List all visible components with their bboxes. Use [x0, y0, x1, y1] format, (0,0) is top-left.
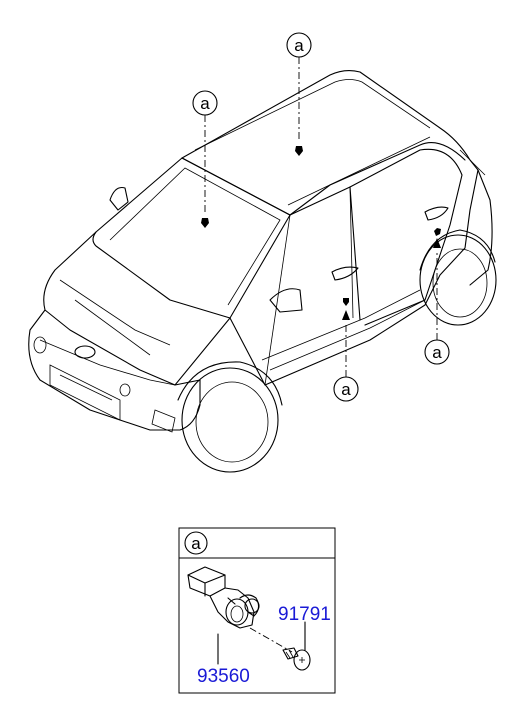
car-illustration: [28, 69, 497, 473]
detail-header-label: a: [191, 534, 201, 553]
clip-icon: [295, 146, 303, 156]
callout-roof[interactable]: a: [286, 32, 312, 156]
clip-icon: [201, 218, 209, 228]
part-number-93560[interactable]: 93560: [197, 666, 250, 687]
callout-rear-door-label: a: [432, 343, 442, 362]
clip-icon: [343, 298, 349, 306]
clip-icon: [434, 228, 441, 236]
callout-front-door[interactable]: a: [333, 298, 359, 402]
part-number-91791[interactable]: 91791: [278, 604, 331, 625]
screw-icon[interactable]: [282, 647, 311, 671]
detail-box: a 91791 93560: [178, 527, 336, 694]
arrow-icon: [433, 238, 441, 248]
callout-windshield-label: a: [200, 94, 210, 113]
door-switch-icon[interactable]: [187, 566, 260, 629]
leader-line: [249, 627, 293, 653]
callout-rear-door[interactable]: a: [424, 228, 450, 365]
callout-roof-label: a: [294, 36, 304, 55]
callout-windshield[interactable]: a: [192, 90, 218, 228]
callout-front-door-label: a: [341, 380, 351, 399]
arrow-icon: [342, 310, 350, 320]
